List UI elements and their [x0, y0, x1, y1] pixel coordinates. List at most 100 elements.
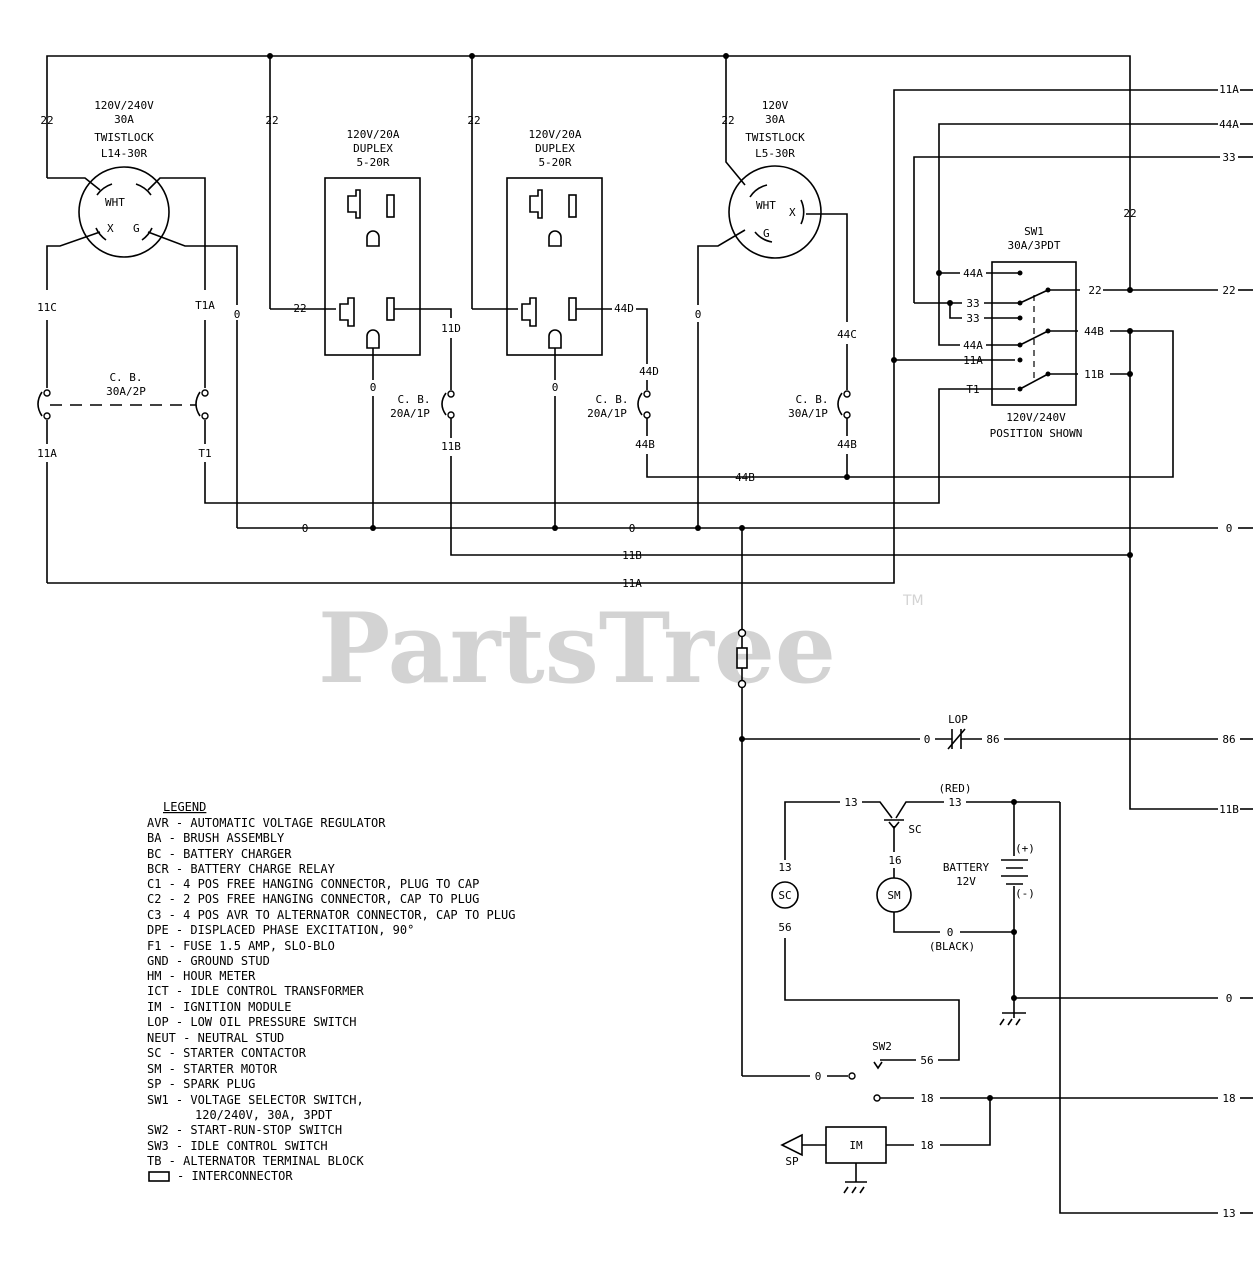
svg-text:0: 0	[947, 926, 954, 939]
svg-text:(BLACK): (BLACK)	[929, 940, 975, 953]
svg-text:33: 33	[1222, 151, 1235, 164]
svg-text:SW2 - START-RUN-STOP SWITCH: SW2 - START-RUN-STOP SWITCH	[147, 1123, 342, 1137]
svg-text:SW3 - IDLE CONTROL SWITCH: SW3 - IDLE CONTROL SWITCH	[147, 1139, 328, 1153]
svg-text:120V: 120V	[762, 99, 789, 112]
svg-text:LOP - LOW OIL PRESSURE SWITCH: LOP - LOW OIL PRESSURE SWITCH	[147, 1015, 357, 1029]
svg-text:T1: T1	[966, 383, 979, 396]
watermark-tm: TM	[902, 593, 924, 609]
svg-text:SP - SPARK PLUG: SP - SPARK PLUG	[147, 1077, 255, 1091]
svg-text:POSITION SHOWN: POSITION SHOWN	[990, 427, 1083, 440]
left-breaker-wiring: 11C T1A 0 C. B. 30A/2P 11A T1	[37, 299, 1015, 583]
svg-text:L14-30R: L14-30R	[101, 147, 148, 160]
svg-text:T1A: T1A	[195, 299, 215, 312]
svg-text:22: 22	[40, 114, 53, 127]
wire-22-labels: 22 22 22 22 22 22	[40, 114, 1136, 315]
svg-text:30A: 30A	[765, 113, 785, 126]
svg-text:22: 22	[1222, 284, 1235, 297]
svg-text:0: 0	[924, 733, 931, 746]
svg-text:C3 - 4 POS AVR TO ALTERNATOR C: C3 - 4 POS AVR TO ALTERNATOR CONNECTOR, …	[147, 908, 515, 922]
receptacle-l5-30r: 120V 30A TWISTLOCK L5-30R WHT X G 0	[695, 99, 848, 528]
svg-text:120/240V, 30A, 3PDT: 120/240V, 30A, 3PDT	[195, 1108, 332, 1122]
svg-text:SC: SC	[778, 889, 791, 902]
svg-text:11B: 11B	[1084, 368, 1104, 381]
watermark-text: PartsTree	[318, 592, 836, 705]
svg-text:0: 0	[552, 381, 559, 394]
svg-text:BA - BRUSH ASSEMBLY: BA - BRUSH ASSEMBLY	[147, 831, 285, 845]
svg-text:120V/20A: 120V/20A	[347, 128, 400, 141]
svg-text:G: G	[133, 222, 140, 235]
svg-text:12V: 12V	[956, 875, 976, 888]
svg-text:44D: 44D	[614, 302, 634, 315]
svg-text:22: 22	[1088, 284, 1101, 297]
svg-text:(RED): (RED)	[938, 782, 971, 795]
svg-text:22: 22	[1123, 207, 1136, 220]
svg-text:C. B.: C. B.	[595, 393, 628, 406]
svg-text:11B: 11B	[1219, 803, 1239, 816]
svg-text:11B: 11B	[622, 549, 642, 562]
svg-text:33: 33	[966, 297, 979, 310]
svg-text:0: 0	[1226, 522, 1233, 535]
svg-text:DUPLEX: DUPLEX	[353, 142, 393, 155]
svg-text:IM - IGNITION MODULE: IM - IGNITION MODULE	[147, 1000, 292, 1014]
svg-text:11A: 11A	[622, 577, 642, 590]
svg-text:C. B.: C. B.	[795, 393, 828, 406]
svg-text:GND - GROUND STUD: GND - GROUND STUD	[147, 954, 270, 968]
svg-text:44D: 44D	[639, 365, 659, 378]
neutral-bus: 0 0 0 11B 11A	[47, 89, 1253, 590]
svg-text:86: 86	[986, 733, 999, 746]
wire-22-top-bus	[46, 53, 1131, 310]
legend: LEGEND AVR - AUTOMATIC VOLTAGE REGULATOR…	[147, 800, 515, 1183]
switch-sw1: SW1 30A/3PDT 120V/240V POSITION SHOWN 44…	[914, 225, 1253, 816]
svg-text:SW2: SW2	[872, 1040, 892, 1053]
svg-text:(+): (+)	[1015, 842, 1035, 855]
receptacle-duplex-2: 120V/20A DUPLEX 5-20R 0 44D	[506, 128, 648, 528]
svg-text:SC: SC	[908, 823, 921, 836]
svg-text:C2 - 2 POS FREE HANGING CONNEC: C2 - 2 POS FREE HANGING CONNECTOR, CAP T…	[147, 892, 479, 906]
svg-text:30A/1P: 30A/1P	[788, 407, 828, 420]
svg-text:HM - HOUR METER: HM - HOUR METER	[147, 969, 256, 983]
svg-text:11A: 11A	[963, 354, 983, 367]
svg-text:44C: 44C	[837, 328, 857, 341]
svg-text:18: 18	[1222, 1092, 1235, 1105]
svg-text:13: 13	[948, 796, 961, 809]
svg-text:11C: 11C	[37, 301, 57, 314]
svg-text:22: 22	[293, 302, 306, 315]
svg-text:SM: SM	[887, 889, 901, 902]
svg-text:BCR - BATTERY CHARGE RELAY: BCR - BATTERY CHARGE RELAY	[147, 862, 336, 876]
svg-text:SP: SP	[785, 1155, 799, 1168]
svg-text:C. B.: C. B.	[397, 393, 430, 406]
svg-text:44B: 44B	[1084, 325, 1104, 338]
svg-text:0: 0	[629, 522, 636, 535]
svg-text:G: G	[763, 227, 770, 240]
svg-text:T1: T1	[198, 447, 211, 460]
svg-text:SM - STARTER MOTOR: SM - STARTER MOTOR	[147, 1062, 278, 1076]
svg-text:22: 22	[467, 114, 480, 127]
svg-text:16: 16	[888, 854, 901, 867]
svg-text:0: 0	[695, 308, 702, 321]
svg-text:56: 56	[920, 1054, 933, 1067]
svg-text:20A/1P: 20A/1P	[390, 407, 430, 420]
svg-text:44A: 44A	[963, 267, 983, 280]
svg-text:30A/2P: 30A/2P	[106, 385, 146, 398]
svg-text:13: 13	[1222, 1207, 1235, 1220]
svg-text:WHT: WHT	[105, 196, 125, 209]
svg-text:TWISTLOCK: TWISTLOCK	[745, 131, 805, 144]
svg-text:86: 86	[1222, 733, 1235, 746]
svg-text:0: 0	[302, 522, 309, 535]
svg-text:F1 - FUSE 1.5 AMP, SLO-BLO: F1 - FUSE 1.5 AMP, SLO-BLO	[147, 939, 335, 953]
svg-text:22: 22	[265, 114, 278, 127]
svg-text:5-20R: 5-20R	[538, 156, 571, 169]
svg-text:(-): (-)	[1015, 887, 1035, 900]
svg-text:WHT: WHT	[756, 199, 776, 212]
starter-circuit: 13 13 (RED) SC 16 SM 0 (BLACK) (+) (-) B…	[742, 782, 1253, 1220]
svg-text:0: 0	[370, 381, 377, 394]
svg-text:SC - STARTER CONTACTOR: SC - STARTER CONTACTOR	[147, 1046, 307, 1060]
svg-text:44B: 44B	[735, 471, 755, 484]
receptacle-duplex-1: 120V/20A DUPLEX 5-20R 0	[324, 128, 452, 528]
svg-text:0: 0	[234, 308, 241, 321]
svg-text:DPE - DISPLACED PHASE EXCITATI: DPE - DISPLACED PHASE EXCITATION, 90°	[147, 923, 414, 937]
svg-text:13: 13	[778, 861, 791, 874]
svg-text:- INTERCONNECTOR: - INTERCONNECTOR	[177, 1169, 293, 1183]
svg-text:120V/20A: 120V/20A	[529, 128, 582, 141]
svg-text:44B: 44B	[635, 438, 655, 451]
